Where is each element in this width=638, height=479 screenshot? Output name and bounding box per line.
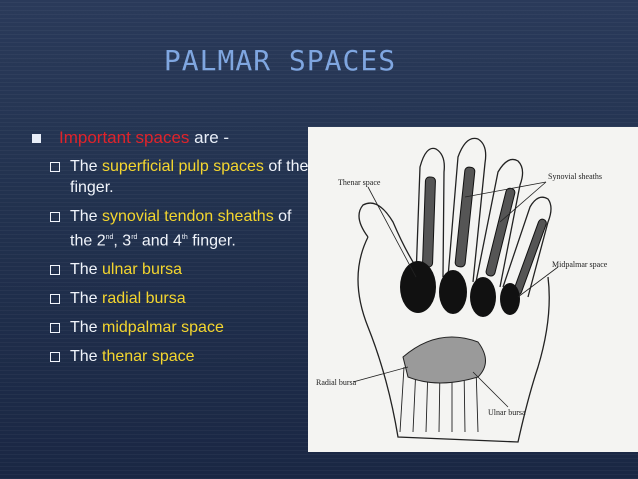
hollow-square-bullet-icon — [50, 294, 60, 305]
list-item: The superficial pulp spaces of the finge… — [30, 156, 310, 198]
hollow-square-bullet-icon — [50, 212, 60, 222]
item-highlight: synovial tendon sheaths — [102, 208, 274, 225]
item-text: and 4 — [137, 232, 182, 250]
item-text: finger. — [187, 232, 236, 250]
slide-title: PALMAR SPACES — [163, 44, 397, 77]
main-bullet-highlight: Important spaces — [59, 128, 190, 147]
hand-diagram-svg: Thenar space Synovial sheaths Midpalmar … — [316, 137, 608, 443]
item-highlight: midpalmar space — [102, 319, 224, 337]
list-item: The synovial tendon sheaths of the 2nd, … — [30, 206, 310, 251]
item-text: The — [70, 348, 103, 366]
main-bullet-text: Important spaces are - — [59, 128, 229, 148]
item-highlight: thenar space — [102, 348, 195, 366]
item-text: , 3 — [113, 232, 132, 250]
hollow-square-bullet-icon — [50, 323, 60, 334]
bullet-list: Important spaces are - The superficial p… — [30, 128, 310, 367]
hollow-square-bullet-icon — [50, 162, 60, 172]
item-text: The — [70, 261, 103, 279]
ordinal-suffix: th — [181, 234, 188, 241]
hollow-square-bullet-icon — [50, 265, 60, 276]
label-radial: Radial bursa — [316, 378, 357, 387]
square-bullet-icon — [32, 134, 41, 143]
item-text: of the finger. — [70, 158, 309, 196]
ordinal-suffix: nd — [105, 234, 114, 241]
label-midpalmar: Midpalmar space — [552, 260, 608, 269]
item-text: The — [70, 290, 103, 308]
list-item: The thenar space — [30, 346, 310, 367]
main-bullet: Important spaces are - — [30, 128, 310, 148]
hand-diagram: Thenar space Synovial sheaths Midpalmar … — [308, 127, 638, 452]
item-text: The — [70, 319, 103, 337]
list-item: The midpalmar space — [30, 317, 310, 338]
item-highlight: superficial pulp spaces — [102, 158, 264, 175]
ordinal-suffix: rd — [131, 234, 138, 241]
list-item: The radial bursa — [30, 288, 310, 309]
item-highlight: ulnar bursa — [102, 261, 183, 279]
item-text: The — [70, 158, 103, 175]
list-item: The ulnar bursa — [30, 259, 310, 280]
label-synovial: Synovial sheaths — [548, 172, 602, 181]
item-text: The — [70, 208, 103, 225]
label-thenar: Thenar space — [338, 178, 381, 187]
main-bullet-rest: are - — [189, 128, 230, 147]
hollow-square-bullet-icon — [50, 352, 60, 363]
label-ulnar: Ulnar bursa — [488, 408, 526, 417]
item-highlight: radial bursa — [102, 290, 186, 308]
item-text: of the 2 — [70, 208, 292, 250]
